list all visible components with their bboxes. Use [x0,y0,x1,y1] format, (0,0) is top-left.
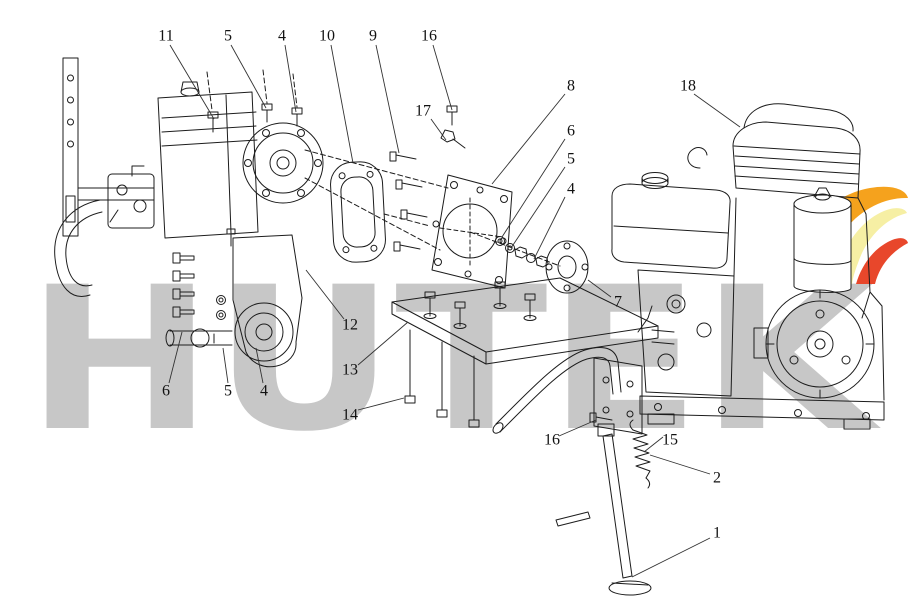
callout-leader-18 [693,93,741,128]
flange-7 [545,240,589,294]
gearbox-lower [165,234,303,368]
callout-label-2: 2 [713,470,721,487]
callout-label-5: 5 [224,383,232,400]
callout-label-13: 13 [342,362,358,379]
engine-block [637,197,885,401]
callout-label-9: 9 [369,28,377,45]
callout-leader-10 [330,44,354,164]
air-cleaner [793,187,852,293]
callout-label-15: 15 [662,432,678,449]
handle-pipe [492,347,622,434]
callout-leader-6 [501,138,566,238]
dashed-guides [206,69,561,267]
callout-label-5: 5 [567,151,575,168]
gasket [330,161,386,263]
stand-leg [555,423,652,596]
watermark-text: HUTEK [26,244,881,475]
callout-leader-5 [230,44,267,109]
callout-leader-4 [533,196,566,260]
callout-label-4: 4 [278,28,286,45]
gearbox-upper [157,81,324,239]
callout-label-17: 17 [415,103,431,120]
callout-leader-4 [284,44,297,113]
muffler [743,103,854,132]
callout-layer: 11 5 4 10 9 16 17 8 6 5 4 18 7 12 13 14 6 5 4 16 15 2 1 [158,28,741,578]
callout-label-16: 16 [421,28,437,45]
engine-base [589,357,885,435]
callout-leader-2 [649,454,711,475]
callout-label-10: 10 [319,28,335,45]
logo-swoosh-yellow [836,208,907,284]
callout-label-4: 4 [567,181,575,198]
callout-label-1: 1 [713,525,721,542]
callout-label-8: 8 [567,78,575,95]
fuel-tank [611,172,731,269]
callout-leader-7 [587,279,612,298]
callout-label-16: 16 [544,432,560,449]
callout-leader-16 [558,419,597,437]
callout-leader-6 [168,331,183,384]
engine [589,103,885,435]
callout-leader-12 [305,269,345,320]
callout-leader-4 [255,347,264,384]
callout-label-14: 14 [342,407,358,424]
base-plate [391,277,659,365]
callout-label-18: 18 [680,78,696,95]
callout-leader-5 [222,347,229,384]
callout-label-7: 7 [614,294,622,311]
callout-label-11: 11 [158,28,173,45]
callout-leader-17 [430,118,447,141]
spring [629,419,651,489]
bolt-set-9 [389,105,466,252]
callout-label-4: 4 [260,383,268,400]
flywheel [753,289,875,399]
callout-leader-16 [432,44,453,111]
line-art [54,57,885,596]
cylinder-head [687,121,861,199]
fastener-set-left [172,228,236,320]
callout-leader-15 [643,436,664,453]
callout-label-6: 6 [162,383,170,400]
callout-leader-8 [491,93,566,185]
callout-leader-5 [510,166,566,249]
callout-leader-13 [357,321,409,366]
callout-leader-11 [169,44,215,120]
handle-bracket [54,57,155,297]
callout-label-12: 12 [342,317,358,334]
callout-leader-14 [357,397,405,411]
callout-label-6: 6 [567,123,575,140]
callout-leader-9 [375,44,400,154]
frame-bolts [404,329,480,428]
watermark: HUTEK [26,186,908,475]
callout-label-5: 5 [224,28,232,45]
callout-leader-1 [631,537,711,578]
